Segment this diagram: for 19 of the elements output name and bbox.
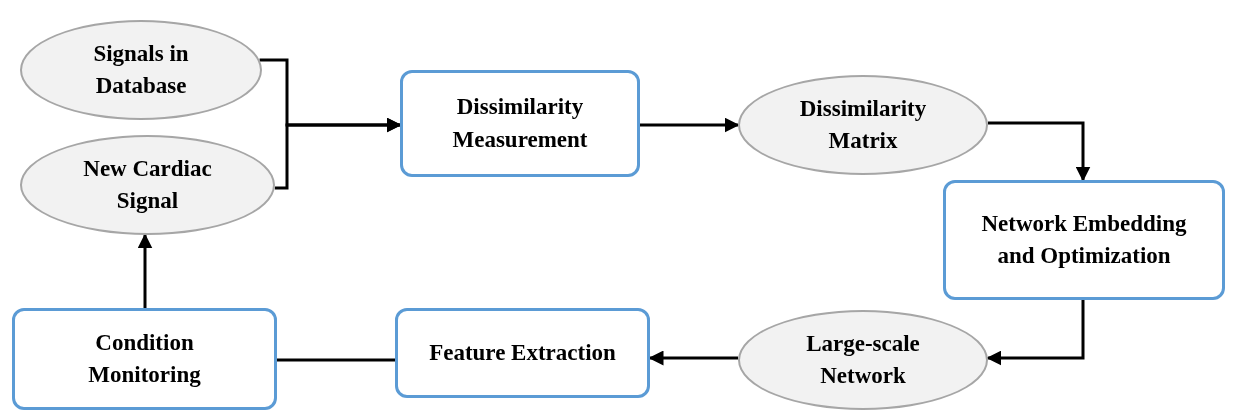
- arrow: [137, 233, 153, 308]
- node-label: Condition Monitoring: [87, 328, 202, 389]
- node-label: Large-scale Network: [805, 329, 921, 390]
- node-label: Signals in Database: [92, 39, 190, 100]
- node-label: Feature Extraction: [429, 338, 616, 367]
- process-box: [12, 308, 277, 410]
- process-box: [943, 180, 1225, 300]
- arrow: [986, 300, 1085, 366]
- node-label: New Cardiac Signal: [82, 154, 213, 215]
- process-box: [400, 70, 640, 177]
- arrow: [274, 117, 402, 190]
- node-label: Network Embedding and Optimization: [980, 209, 1188, 270]
- arrow: [648, 350, 739, 366]
- arrow: [987, 121, 1091, 182]
- arrow: [640, 117, 740, 133]
- process-box: [395, 308, 650, 398]
- connector-line: [277, 358, 395, 362]
- node-label: Dissimilarity Measurement: [451, 93, 589, 154]
- node-label: Dissimilarity Matrix: [798, 94, 928, 155]
